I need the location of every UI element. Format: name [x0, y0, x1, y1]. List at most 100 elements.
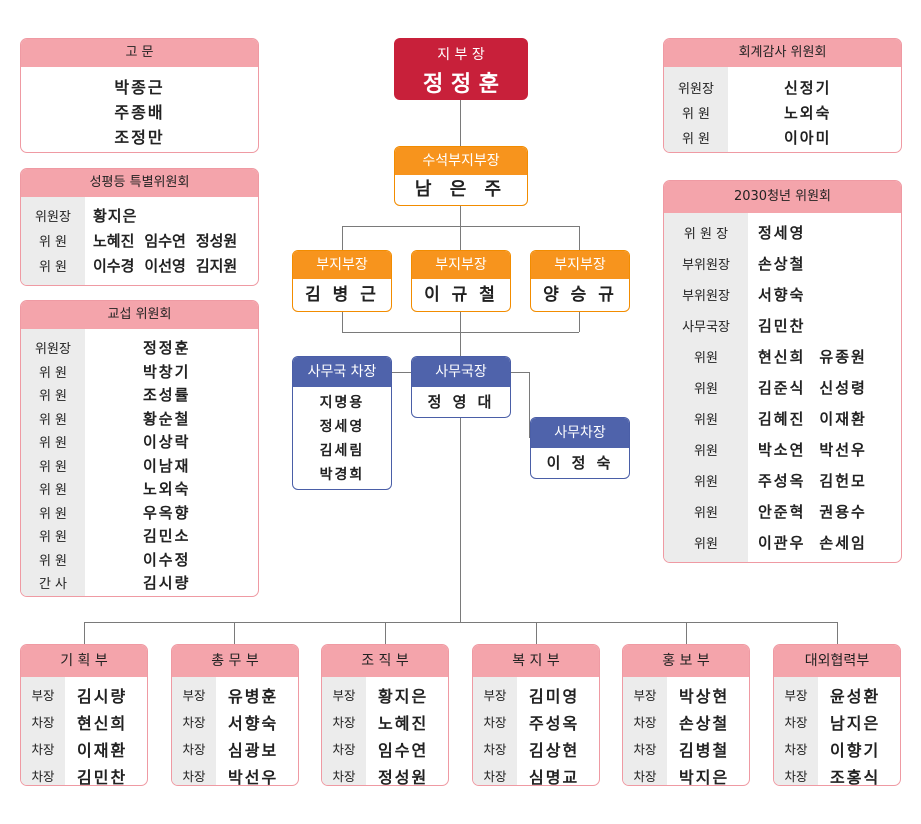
- member-name: 정정훈: [143, 339, 191, 358]
- secretariat-deputy-name: 지명용: [319, 395, 365, 411]
- member-name: 이선영: [144, 257, 186, 275]
- member-name: 이상락: [143, 433, 191, 452]
- member-name: 노혜진: [93, 232, 135, 250]
- member-name: 주성옥: [529, 713, 580, 733]
- chief-title: 지 부 장: [437, 47, 485, 63]
- role-column: [664, 67, 728, 152]
- member-name: 주성옥: [758, 472, 806, 490]
- vice-name: 이 규 철: [424, 285, 498, 305]
- member-name: 김지원: [195, 257, 238, 275]
- secretariat-deputy-title: 사무국 차장: [293, 357, 391, 387]
- department-row: 차장 손상철: [623, 708, 749, 735]
- role-label: 부위원장: [682, 258, 730, 273]
- department-title: 총 무 부: [172, 645, 298, 677]
- department-title: 홍 보 부: [623, 645, 749, 677]
- member-name: 심명교: [529, 767, 580, 786]
- role-label: 차장: [182, 742, 206, 757]
- chief-box: 지 부 장 정 정 훈: [394, 38, 528, 100]
- negotiation-committee-title: 교섭 위원회: [21, 301, 258, 329]
- role-column: [664, 213, 748, 562]
- member-name: 노외숙: [143, 480, 191, 499]
- member-name: 박지은: [679, 767, 730, 786]
- member-name: 박창기: [143, 362, 191, 381]
- role-label: 위 원: [38, 365, 68, 381]
- advisors-panel: 고 문 박종근 주종배 조정만: [20, 38, 259, 153]
- member-name: 남지은: [830, 713, 881, 733]
- member-name: 현신희: [758, 348, 806, 366]
- member-name: 김상현: [529, 740, 580, 760]
- committee-row: 위 원 노혜진 임수연 정성원: [21, 228, 258, 253]
- committee-row: 위원 김준식 신성령: [664, 372, 901, 403]
- department-title: 조 직 부: [322, 645, 448, 677]
- member-name: 김시량: [77, 686, 128, 706]
- role-label: 위 원: [38, 530, 68, 546]
- role-label: 차장: [31, 769, 55, 784]
- member-name: 신정기: [784, 79, 832, 97]
- role-label: 차장: [633, 715, 657, 730]
- role-column: [21, 329, 85, 596]
- member-name: 정세영: [758, 224, 806, 242]
- role-label: 차장: [332, 742, 356, 757]
- member-name: 임수연: [378, 740, 429, 760]
- role-label: 부장: [633, 688, 657, 703]
- audit-committee-title: 회계감사 위원회: [664, 39, 901, 67]
- member-name: 손상철: [679, 713, 730, 733]
- office-deputy-box: 사무차장 이 정 숙: [530, 417, 630, 479]
- chief-name: 정 정 훈: [422, 72, 500, 97]
- member-name: 김민찬: [758, 317, 806, 335]
- role-label: 위원: [694, 413, 718, 428]
- advisor-name: 조정만: [114, 128, 165, 147]
- role-label: 사무국장: [682, 320, 730, 335]
- member-name: 황지은: [93, 207, 138, 225]
- role-label: 위원: [694, 537, 718, 552]
- member-name: 이관우: [758, 534, 806, 552]
- member-name: 박선우: [819, 441, 867, 459]
- member-name: 신성령: [819, 379, 867, 397]
- role-label: 위원: [694, 351, 718, 366]
- role-label: 차장: [784, 769, 808, 784]
- role-label: 위원: [694, 382, 718, 397]
- member-name: 서향숙: [758, 286, 806, 304]
- role-label: 차장: [483, 769, 507, 784]
- role-label: 위 원: [38, 553, 68, 569]
- department-row: 차장 심명교: [473, 762, 599, 786]
- role-label: 부장: [483, 688, 507, 703]
- member-name: 김준식: [758, 379, 806, 397]
- member-name: 이수경: [93, 257, 135, 275]
- vice-name: 김 병 근: [305, 285, 379, 305]
- member-name: 김헌모: [819, 472, 867, 490]
- role-label: 차장: [332, 769, 356, 784]
- member-name: 황지은: [378, 686, 429, 706]
- role-column: [172, 677, 216, 785]
- member-name: 조성률: [143, 386, 191, 405]
- role-column: [623, 677, 667, 785]
- role-label: 부장: [182, 688, 206, 703]
- role-label: 위원장: [678, 82, 714, 97]
- equality-committee-panel: 성평등 특별위원회 위원장 황지은 위 원 노혜진 임수연 정성원 위 원 이수…: [20, 168, 259, 286]
- senior-vice-title: 수석부지부장: [395, 147, 527, 175]
- role-label: 위 원: [38, 459, 68, 475]
- role-label: 차장: [483, 715, 507, 730]
- member-name: 이재환: [819, 410, 867, 428]
- role-label: 차장: [182, 769, 206, 784]
